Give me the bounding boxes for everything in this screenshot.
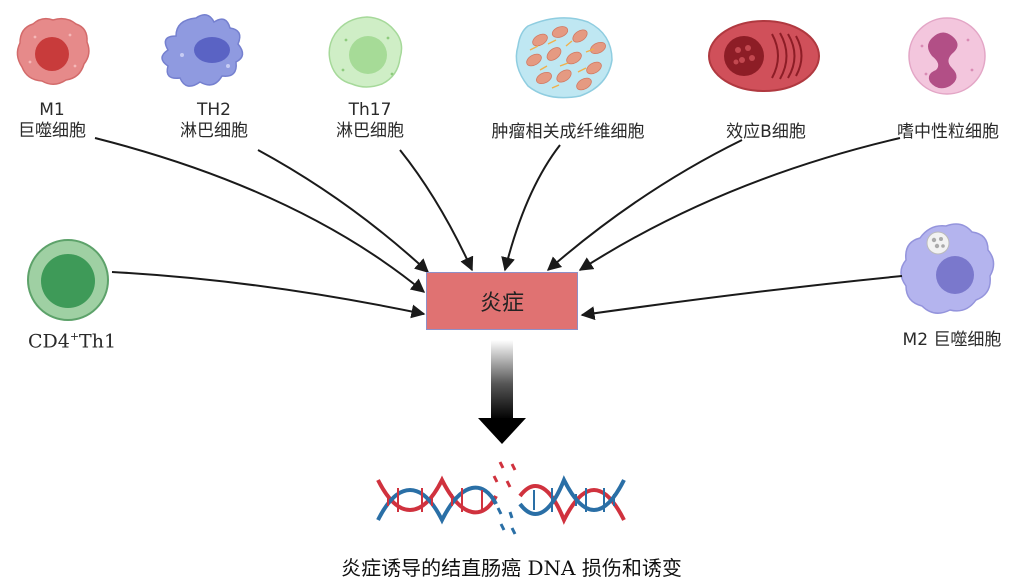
th17-label-line1: Th17 [348,100,392,120]
caf-label: 肿瘤相关成纤维细胞 [468,122,668,143]
cd4-label-tail: Th1 [79,330,117,353]
th2-cell-icon [161,14,244,87]
inflammation-label: 炎症 [479,291,524,316]
figure-caption: 炎症诱导的结直肠癌 DNA 损伤和诱变 [341,556,682,580]
cd4-label-sup: + [69,330,80,343]
m2-label: M2 巨噬细胞 [884,330,1020,351]
arrow-neutrophil [578,137,901,271]
big-down-arrow [478,340,526,444]
arrow-th2 [257,149,430,273]
arrow-effector-b [546,139,743,271]
neutrophil-label: 嗜中性粒细胞 [878,122,1018,143]
effector-b-label-text: 效应B细胞 [726,122,806,142]
cd4-label-base: CD4 [27,330,70,353]
inflammation-box: 炎症 [426,272,578,330]
effector-b-cell-icon [708,20,820,92]
th2-label-line1: TH2 [197,100,231,120]
m1-label: M1 巨噬细胞 [10,100,94,142]
arrow-m1 [94,137,426,293]
caf-label-text: 肿瘤相关成纤维细胞 [491,122,645,142]
neutrophil-icon [908,17,986,95]
fibroblast-tissue-icon [515,17,613,99]
th2-label: TH2 淋巴细胞 [166,100,262,142]
th17-label: Th17 淋巴细胞 [322,100,418,142]
cd4-label: CD4+Th1 [12,326,132,352]
dna-damage-icon [376,461,626,535]
arrow-th17 [399,149,474,272]
arrow-m2 [580,275,903,321]
th17-cell-icon [328,16,403,88]
m2-macrophage-icon [900,223,995,314]
th2-label-line2: 淋巴细胞 [180,121,248,141]
arrow-cd4 [111,271,426,319]
m2-label-text: M2 巨噬细胞 [902,330,1002,350]
m1-label-line1: M1 [39,100,65,120]
neutrophil-label-text: 嗜中性粒细胞 [897,122,999,142]
cd4-th1-cell-icon [27,239,109,321]
th17-label-line2: 淋巴细胞 [336,121,404,141]
m1-macrophage-icon [16,17,90,85]
m1-label-line2: 巨噬细胞 [18,121,86,141]
arrows [94,137,903,321]
effector-b-label: 效应B细胞 [706,122,826,143]
arrow-caf [501,144,561,272]
